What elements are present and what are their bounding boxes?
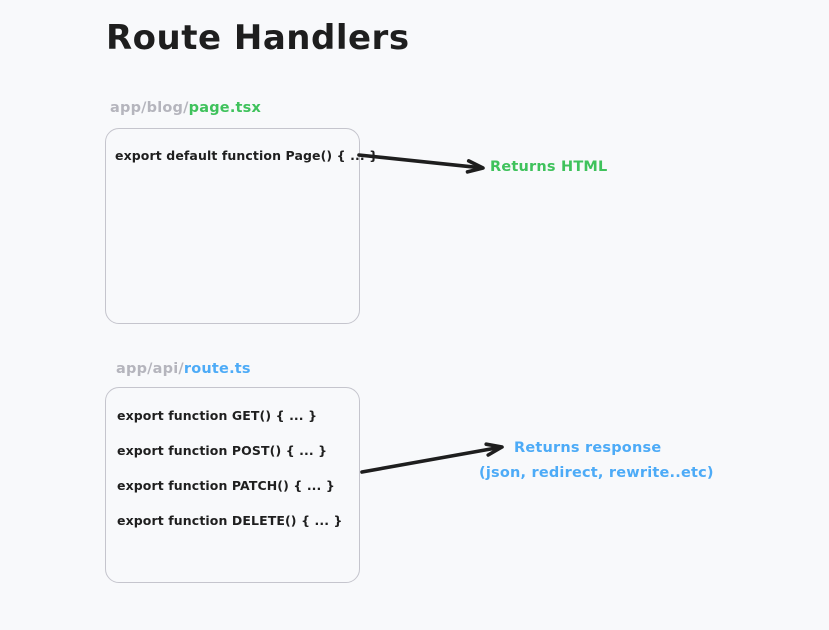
code-box-page: export default function Page() { ... }	[105, 128, 379, 324]
code-lines-route: export function GET() { ... } export fun…	[106, 388, 359, 528]
file-label-route: app/api/route.ts	[116, 361, 251, 377]
code-line-page-default-export: export default function Page() { ... }	[115, 148, 379, 163]
code-lines-page: export default function Page() { ... }	[106, 129, 379, 163]
annotation-response-types: (json, redirect, rewrite..etc)	[479, 465, 714, 481]
code-line-get: export function GET() { ... }	[117, 408, 318, 423]
file-path-prefix: app/api/	[116, 361, 184, 377]
annotation-returns-html: Returns HTML	[490, 159, 608, 175]
arrow-page-to-html-icon	[357, 153, 485, 174]
file-label-page: app/blog/page.tsx	[110, 100, 261, 116]
file-name-route-ts: route.ts	[183, 361, 251, 377]
diagram-title: Route Handlers	[106, 18, 410, 58]
arrow-route-to-response-icon	[360, 442, 504, 474]
code-line-post: export function POST() { ... }	[117, 443, 328, 458]
file-name-page-tsx: page.tsx	[188, 100, 262, 116]
code-box-route: export function GET() { ... } export fun…	[105, 387, 360, 583]
annotation-returns-response: Returns response	[514, 440, 662, 456]
code-line-delete: export function DELETE() { ... }	[117, 513, 343, 528]
code-line-patch: export function PATCH() { ... }	[117, 478, 335, 493]
file-path-prefix: app/blog/	[110, 100, 189, 116]
